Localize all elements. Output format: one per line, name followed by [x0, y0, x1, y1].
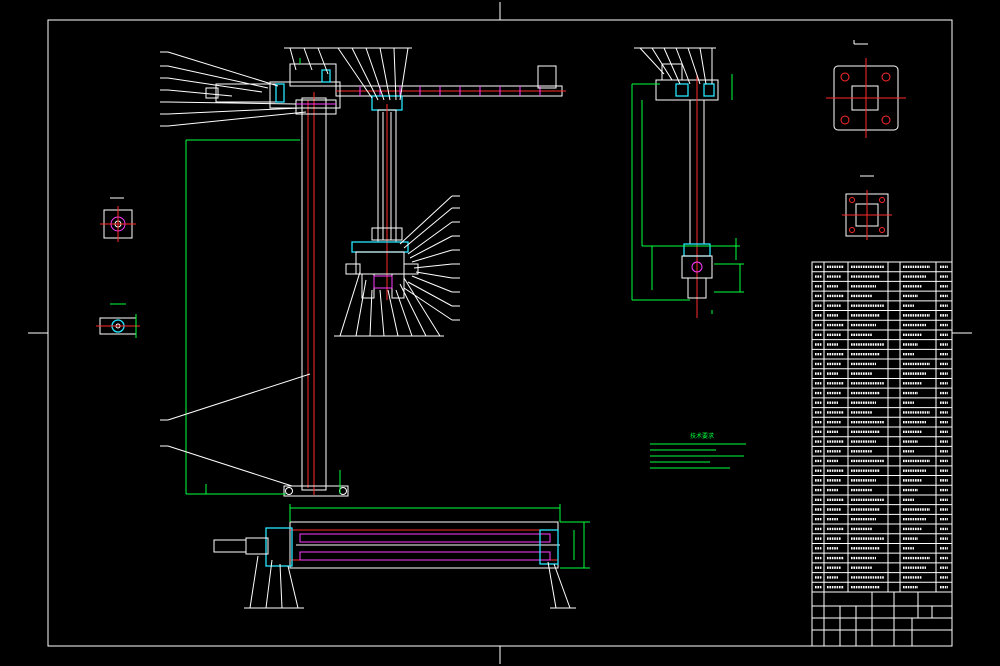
plan-view: [213, 504, 590, 609]
parts-list-entries: [815, 265, 948, 589]
base-plate: [283, 485, 349, 497]
balloon-leader-icon: [167, 47, 453, 487]
plan-end-block: [265, 527, 293, 567]
parts-list-rows: [812, 271, 952, 583]
centering-mark-icon: [28, 2, 972, 664]
side-view: [631, 47, 744, 318]
title-block: [811, 591, 953, 647]
technical-notes: 技术要求: [650, 432, 746, 469]
flange-plate-icon: [96, 40, 906, 338]
head-block: [269, 81, 341, 109]
front-view: [185, 58, 566, 497]
gripper-body: [351, 241, 409, 253]
balloon-shelves: [160, 47, 460, 447]
notes-title: 技术要求: [690, 432, 714, 440]
